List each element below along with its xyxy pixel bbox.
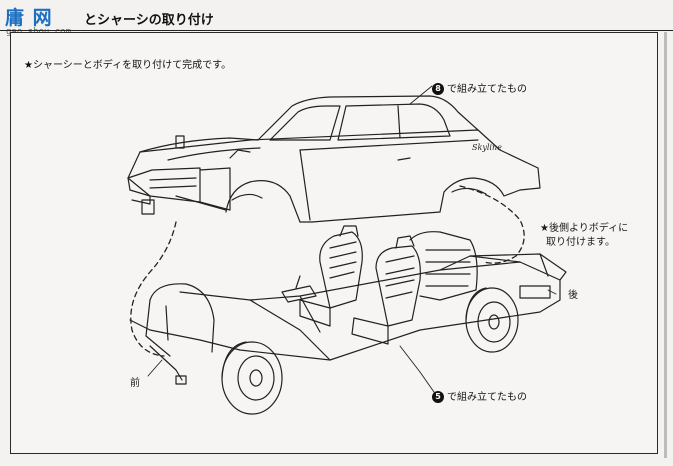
logo-brand: 庸 网 xyxy=(5,7,53,29)
body-badge: Skyline xyxy=(472,143,502,152)
step-number-badge: 8 xyxy=(432,83,444,95)
assembly-guide-lines xyxy=(130,185,525,357)
leader-lines xyxy=(147,85,557,393)
callout-body-text: で組み立てたもの xyxy=(447,84,527,95)
rear-label: 後 xyxy=(568,290,578,301)
car-body-drawing xyxy=(127,95,541,223)
diagram-frame xyxy=(10,32,658,454)
page-title: とシャーシの取り付け xyxy=(84,13,214,28)
instruction-text: ★シャーシーとボディを取り付けて完成です。 xyxy=(24,60,232,71)
page-edge-shadow xyxy=(664,32,667,458)
header-divider xyxy=(0,30,673,31)
chassis-drawing xyxy=(129,225,567,415)
side-instruction-line2: 取り付けます。 xyxy=(546,237,615,248)
callout-chassis-text: で組み立てたもの xyxy=(447,392,527,403)
front-label: 前 xyxy=(130,378,140,389)
side-instruction-line1: ★後側よりボディに xyxy=(540,223,629,234)
side-instruction: ★後側よりボディに 取り付けます。 xyxy=(540,222,628,250)
step-number-badge: 5 xyxy=(432,391,444,403)
